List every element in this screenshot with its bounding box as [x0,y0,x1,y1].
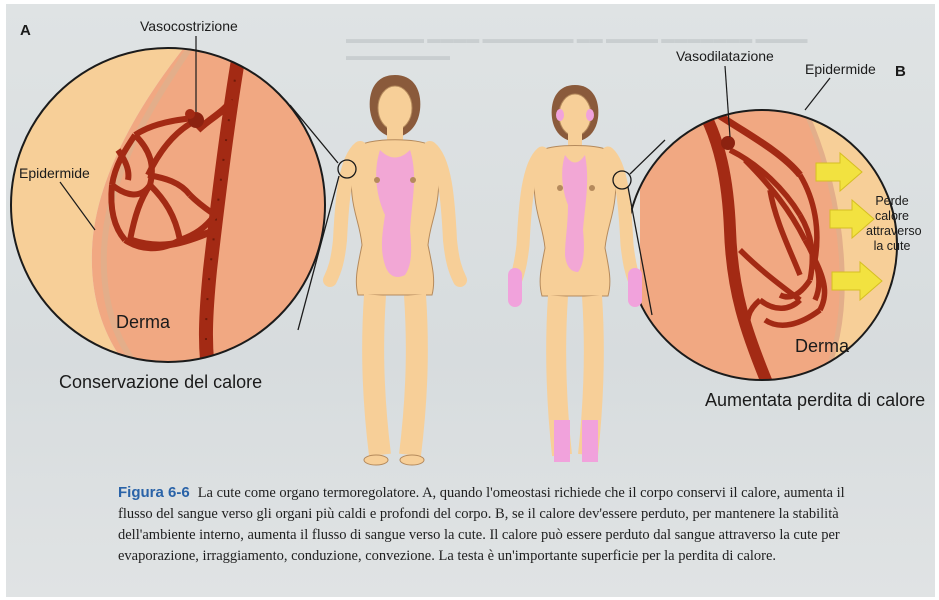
label-vasocostrizione: Vasocostrizione [140,18,238,34]
label-derma-b: Derma [795,336,849,357]
body-figure-cold [330,75,460,465]
label-aumentata-perdita: Aumentata perdita di calore [705,390,925,411]
label-perde-calore: Perde calore attraverso la cute [866,194,918,254]
label-epidermide-b: Epidermide [805,61,876,77]
label-epidermide-a: Epidermide [19,165,90,181]
label-derma-a: Derma [116,312,170,333]
label-vasodilatazione: Vasodilatazione [676,48,774,64]
body-figure-warm [515,85,635,462]
figure-number: Figura 6-6 [118,484,190,501]
panel-a-letter: A [20,22,31,39]
caption-text: La cute come organo termoregolatore. A, … [118,485,845,564]
panel-b-letter: B [895,63,906,80]
label-conservazione: Conservazione del calore [59,372,262,393]
